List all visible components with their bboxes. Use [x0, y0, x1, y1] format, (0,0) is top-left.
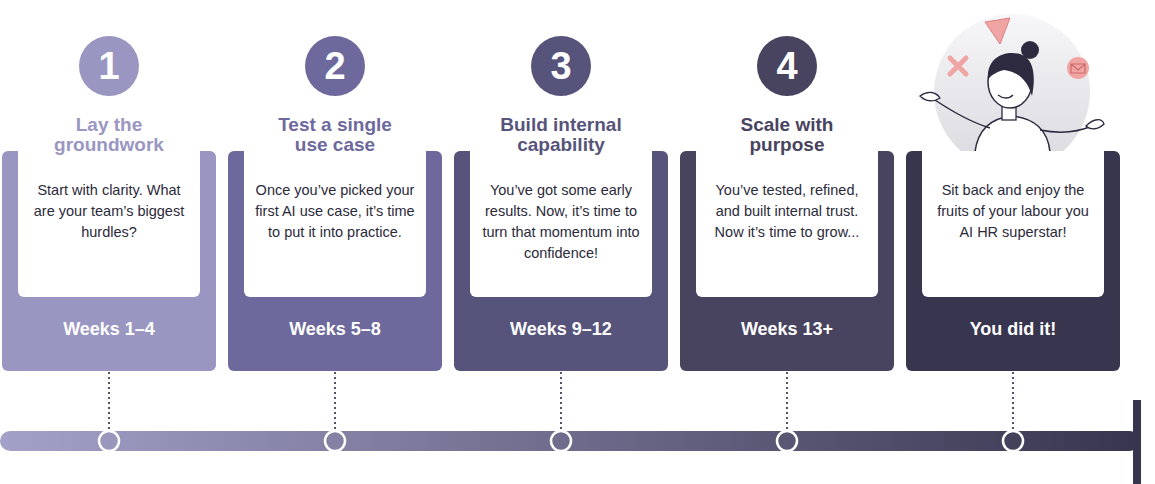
illustration-smile	[998, 95, 1013, 98]
phase-duration: Weeks 9–12	[454, 311, 668, 347]
phase-description-box: You’ve tested, refined, and built intern…	[696, 151, 878, 297]
phase-card: Build internal capabilityWeeks 9–12You’v…	[454, 151, 668, 371]
step-number-circle: 3	[531, 36, 591, 96]
superstar-illustration	[920, 14, 1104, 170]
phase-heading: Build internal capability	[486, 115, 636, 155]
phase-description: Start with clarity. What are your team’s…	[18, 151, 200, 243]
illustration-hand	[1086, 120, 1104, 129]
phase-duration: Weeks 13+	[680, 311, 894, 347]
phase-description-box: Sit back and enjoy the fruits of your la…	[922, 151, 1104, 297]
illustration-body	[975, 116, 1050, 152]
dotted-leader	[108, 372, 110, 430]
timeline-end-cap	[1133, 400, 1141, 484]
timeline-marker	[325, 431, 345, 451]
phase-description: Once you’ve picked your first AI use cas…	[244, 151, 426, 243]
illustration-arm	[1040, 126, 1092, 132]
timeline-markers	[99, 431, 1023, 451]
timeline-marker	[777, 431, 797, 451]
phase-card: Scale with purposeWeeks 13+You’ve tested…	[680, 151, 894, 371]
step-number-circle: 1	[79, 36, 139, 96]
illustration-arm	[935, 100, 990, 128]
phase-description-box: Once you’ve picked your first AI use cas…	[244, 151, 426, 297]
dotted-leaders	[109, 372, 1013, 430]
timeline-bar	[0, 431, 1140, 451]
phase-card: Test a single use caseWeeks 5–8Once you’…	[228, 151, 442, 371]
step-number: 1	[79, 36, 139, 96]
phase-description: You’ve got some early results. Now, it’s…	[470, 151, 652, 264]
phase-description-box: You’ve got some early results. Now, it’s…	[470, 151, 652, 297]
phase-duration: Weeks 1–4	[2, 311, 216, 347]
illustration-envelope	[1071, 64, 1085, 73]
phase-duration: You did it!	[906, 311, 1120, 347]
phase-card: You did it! Sit back and enjoy the fruits…	[906, 151, 1120, 371]
phase-description: You’ve tested, refined, and built intern…	[696, 151, 878, 243]
phase-card: Lay the groundworkWeeks 1–4Start with cl…	[2, 151, 216, 371]
step-number: 3	[531, 36, 591, 96]
dotted-leader	[560, 372, 562, 430]
dotted-leader	[334, 372, 336, 430]
illustration-hair-bun	[1021, 41, 1039, 59]
phase-heading: Test a single use case	[260, 115, 410, 155]
illustration-triangle	[985, 18, 1010, 44]
timeline-marker	[99, 431, 119, 451]
phase-description: Sit back and enjoy the fruits of your la…	[922, 151, 1104, 243]
phase-duration: Weeks 5–8	[228, 311, 442, 347]
illustration-hand	[920, 92, 940, 100]
step-number: 4	[757, 36, 817, 96]
step-number-circle: 4	[757, 36, 817, 96]
illustration-backdrop	[934, 14, 1090, 170]
phase-heading: Lay the groundwork	[34, 115, 184, 155]
timeline-marker	[1003, 431, 1023, 451]
step-number: 2	[305, 36, 365, 96]
illustration-badge	[1067, 57, 1089, 79]
phase-description-box: Start with clarity. What are your team’s…	[18, 151, 200, 297]
dotted-leader	[1012, 372, 1014, 430]
dotted-leader	[786, 372, 788, 430]
timeline-marker	[551, 431, 571, 451]
illustration-cross	[950, 58, 966, 74]
phase-heading: Scale with purpose	[712, 115, 862, 155]
illustration-hair	[988, 53, 1034, 96]
step-number-circle: 2	[305, 36, 365, 96]
